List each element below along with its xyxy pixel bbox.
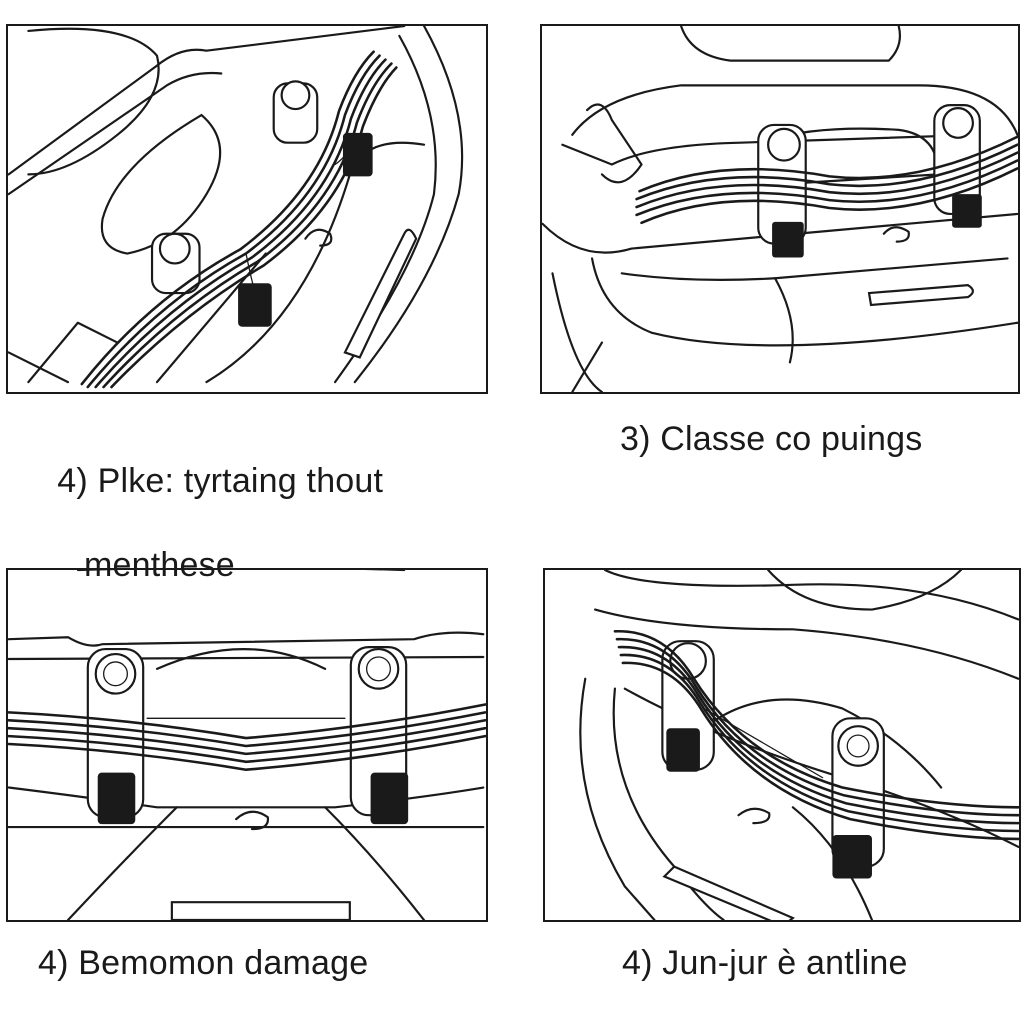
engine-bay-illustration-3 [8,570,486,920]
diagram-panel-4 [543,568,1021,922]
wire-harness-3 [8,703,486,772]
wire-harness-2 [635,135,1018,225]
diagram-panel-3 [6,568,488,922]
engine-bay-illustration-1 [8,26,464,389]
wire-harness-1 [80,50,398,389]
panel-1-caption-line-1: 4) Plke: tyrtaing thout [57,462,384,500]
engine-bay-illustration-4 [579,570,1019,920]
engine-bay-illustration-2 [542,26,1018,392]
diagram-panel-1 [6,24,488,394]
panel-4-caption: 4) Jun-jur è antline [622,944,908,982]
wire-harness-4 [613,630,1019,841]
panel-1-caption-line-2: menthese [84,546,235,584]
diagram-panel-2 [540,24,1020,394]
panel-3-caption: 4) Bemomon damage [38,944,369,982]
panel-2-caption: 3) Classe co puings [620,420,923,458]
panel-1-caption: 4) Plke: tyrtaing thout menthese [38,418,478,628]
